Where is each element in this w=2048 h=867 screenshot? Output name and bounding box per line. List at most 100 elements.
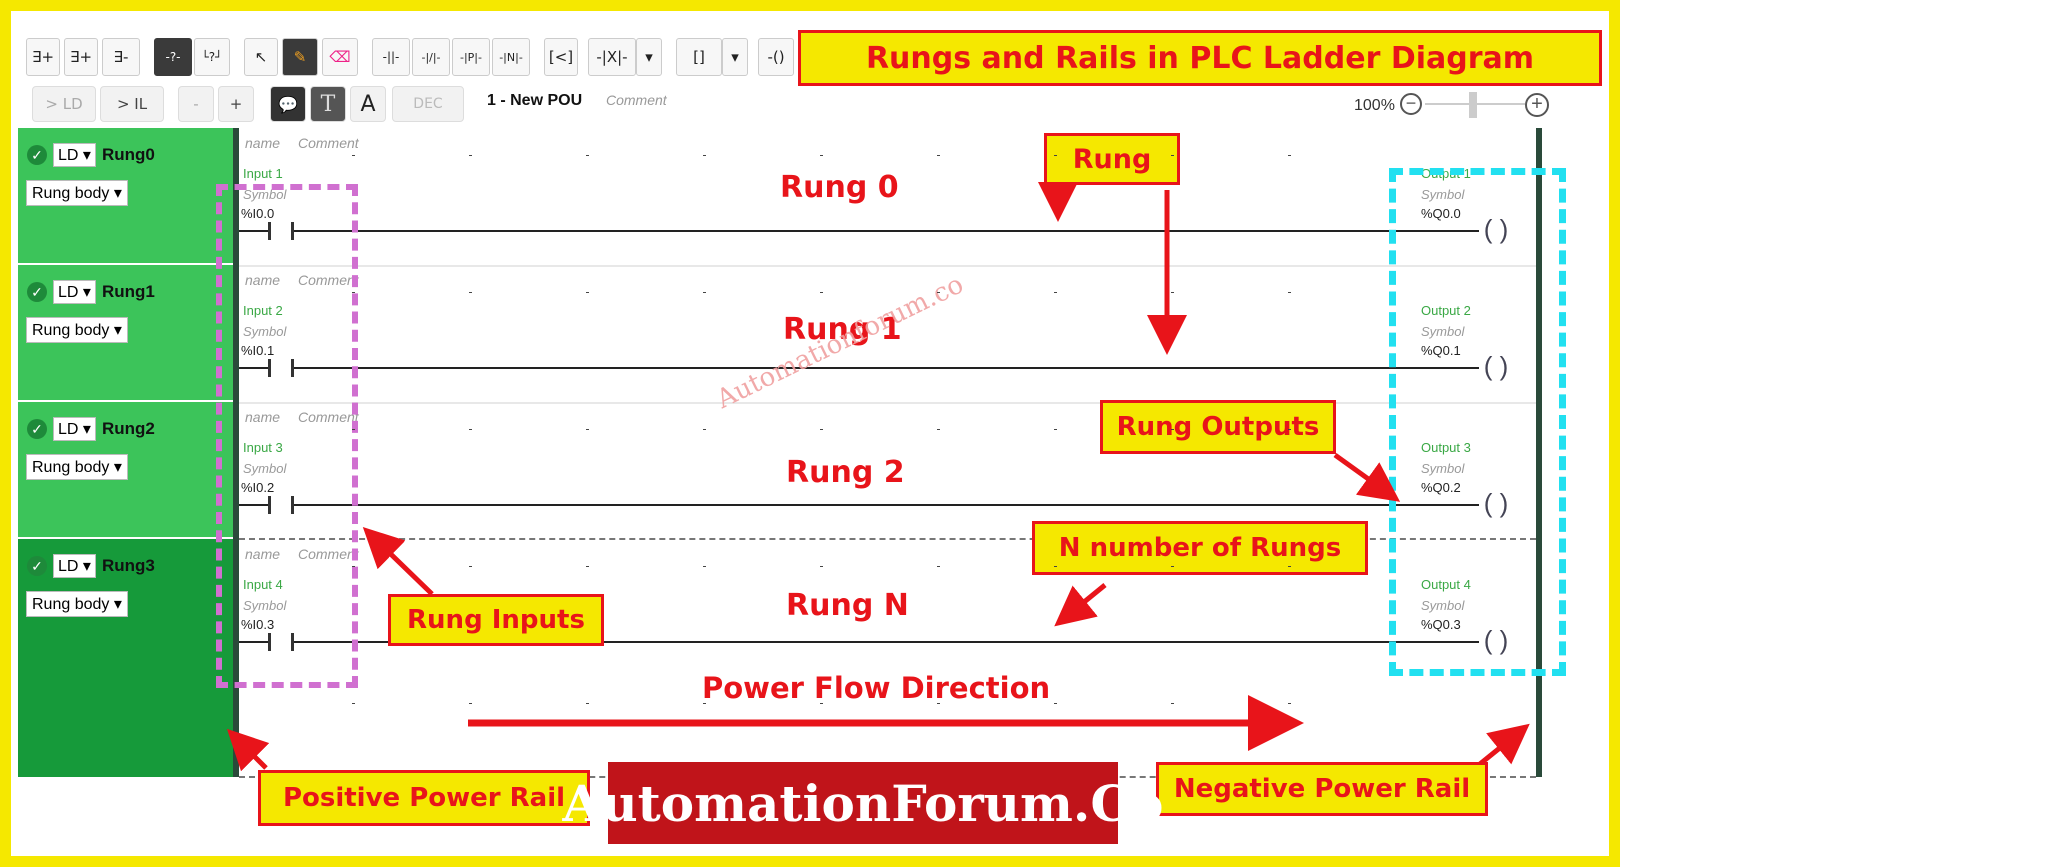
grid-dot [1054,429,1057,430]
grid-dot [352,703,355,704]
input-symbol: Symbol [243,598,287,613]
contact-icon[interactable] [268,359,294,377]
rung-name-field[interactable]: name [245,272,281,288]
output-address: %Q0.1 [1421,343,1461,358]
unknown-contact-button[interactable]: -?- [154,38,192,76]
rung-comment-field[interactable]: Comment [298,135,359,151]
grid-dot [937,155,940,156]
rung-comment-field[interactable]: Comment [298,272,359,288]
p-contact-button[interactable]: -|P|- [452,38,490,76]
xor-contact-button[interactable]: -|X|- [588,38,636,76]
zoom-out-icon[interactable]: − [1400,93,1422,115]
rung-separator [239,265,1536,267]
language-select[interactable]: LD ▾ [53,280,96,304]
contact-icon[interactable] [268,222,294,240]
rung-comment-field[interactable]: Comment [298,546,359,562]
input-address: %I0.2 [241,480,275,495]
grid-dot [469,155,472,156]
block-button[interactable]: [] [676,38,722,76]
input-label: Input 3 [243,440,283,455]
check-icon[interactable]: ✓ [27,556,47,576]
language-select[interactable]: LD ▾ [53,417,96,441]
inputs-highlight-box [216,184,358,688]
check-icon[interactable]: ✓ [27,145,47,165]
rung-name-field[interactable]: name [245,546,281,562]
grid-dot [352,429,355,430]
rung-comment-field[interactable]: Comment [298,409,359,425]
rung-panel-2[interactable]: ✓LD ▾Rung2 Rung body ▾ [18,402,233,539]
rung-body-select[interactable]: Rung body ▾ [26,180,128,206]
convert-il-button[interactable]: > IL [100,86,164,122]
no-contact-button[interactable]: -||- [372,38,410,76]
zoom-minus-button[interactable]: - [178,86,214,122]
input-symbol: Symbol [243,324,287,339]
rung-name-field[interactable]: name [245,409,281,425]
compare-block-button[interactable]: [<] [544,38,578,76]
grid-dot [586,703,589,704]
zoom-plus-button[interactable]: + [218,86,254,122]
zoom-in-icon[interactable]: + [1525,93,1549,117]
n-contact-button[interactable]: -|N|- [492,38,530,76]
rung-body-select[interactable]: Rung body ▾ [26,591,128,617]
power-flow-label: Power Flow Direction [702,671,1051,705]
rung-panel-3[interactable]: ✓ LD ▾ Rung3 Rung body ▾ [18,539,233,777]
grid-dot [586,155,589,156]
contact-icon[interactable] [268,633,294,651]
pencil-icon[interactable]: ✎ [282,38,318,76]
output-address: %Q0.2 [1421,480,1461,495]
rung-body-select[interactable]: Rung body ▾ [26,317,128,343]
rung-panel-0[interactable]: ✓ LD ▾ Rung0 Rung body ▾ [18,128,233,265]
rung-wire [239,230,1489,232]
rung-label: Rung 2 [786,455,905,490]
rung-wire [239,641,1489,643]
check-icon[interactable]: ✓ [27,282,47,302]
input-label: Input 1 [243,166,283,181]
text-icon[interactable]: T [310,86,346,122]
language-select[interactable]: LD ▾ [53,143,96,167]
rung-panel-1[interactable]: ✓LD ▾Rung1 Rung body ▾ [18,265,233,402]
eraser-icon[interactable]: ⌫ [322,38,358,76]
zoom-slider-thumb[interactable] [1469,92,1477,118]
coil-icon[interactable]: ( ) [1479,488,1513,520]
insert-rung-button[interactable]: ∃+ [64,38,98,76]
dec-button[interactable]: DEC [392,86,464,122]
rung-label: Rung 0 [780,170,899,205]
rung-name: Rung3 [101,556,155,575]
output-symbol: Symbol [1421,598,1465,613]
grid-dot [1288,292,1291,293]
grid-dot [937,429,940,430]
convert-ld-button[interactable]: > LD [32,86,96,122]
grid-dot [586,292,589,293]
grid-dot [1171,429,1174,430]
font-icon[interactable]: A [350,86,386,122]
coil-button[interactable]: -() [758,38,794,76]
unknown-branch-button[interactable]: └?┘ [194,38,230,76]
grid-dot [703,566,706,567]
contact-icon[interactable] [268,496,294,514]
grid-dot [1054,566,1057,567]
n-rungs-annotation: N number of Rungs [1032,521,1368,575]
grid-dot [469,292,472,293]
rung-name-field[interactable]: name [245,135,281,151]
language-select[interactable]: LD ▾ [53,554,96,578]
coil-icon[interactable]: ( ) [1479,625,1513,657]
grid-dot [820,292,823,293]
contact-dropdown-icon[interactable]: ▾ [636,38,662,76]
coil-icon[interactable]: ( ) [1479,351,1513,383]
select-pointer-icon[interactable]: ↖ [244,38,278,76]
grid-dot [1054,155,1057,156]
grid-dot [1288,703,1291,704]
comment-icon[interactable]: 💬 [270,86,306,122]
negative-rail-annotation: Negative Power Rail [1156,762,1488,816]
nc-contact-button[interactable]: -|/|- [412,38,450,76]
add-rung-button[interactable]: ∃+ [26,38,60,76]
coil-icon[interactable]: ( ) [1479,214,1513,246]
rung-body-select[interactable]: Rung body ▾ [26,454,128,480]
check-icon[interactable]: ✓ [27,419,47,439]
block-dropdown-icon[interactable]: ▾ [722,38,748,76]
output-label: Output 4 [1421,577,1471,592]
delete-rung-button[interactable]: ∃- [102,38,140,76]
grid-dot [703,703,706,704]
rung-name: Rung0 [101,145,155,164]
grid-dot [820,566,823,567]
